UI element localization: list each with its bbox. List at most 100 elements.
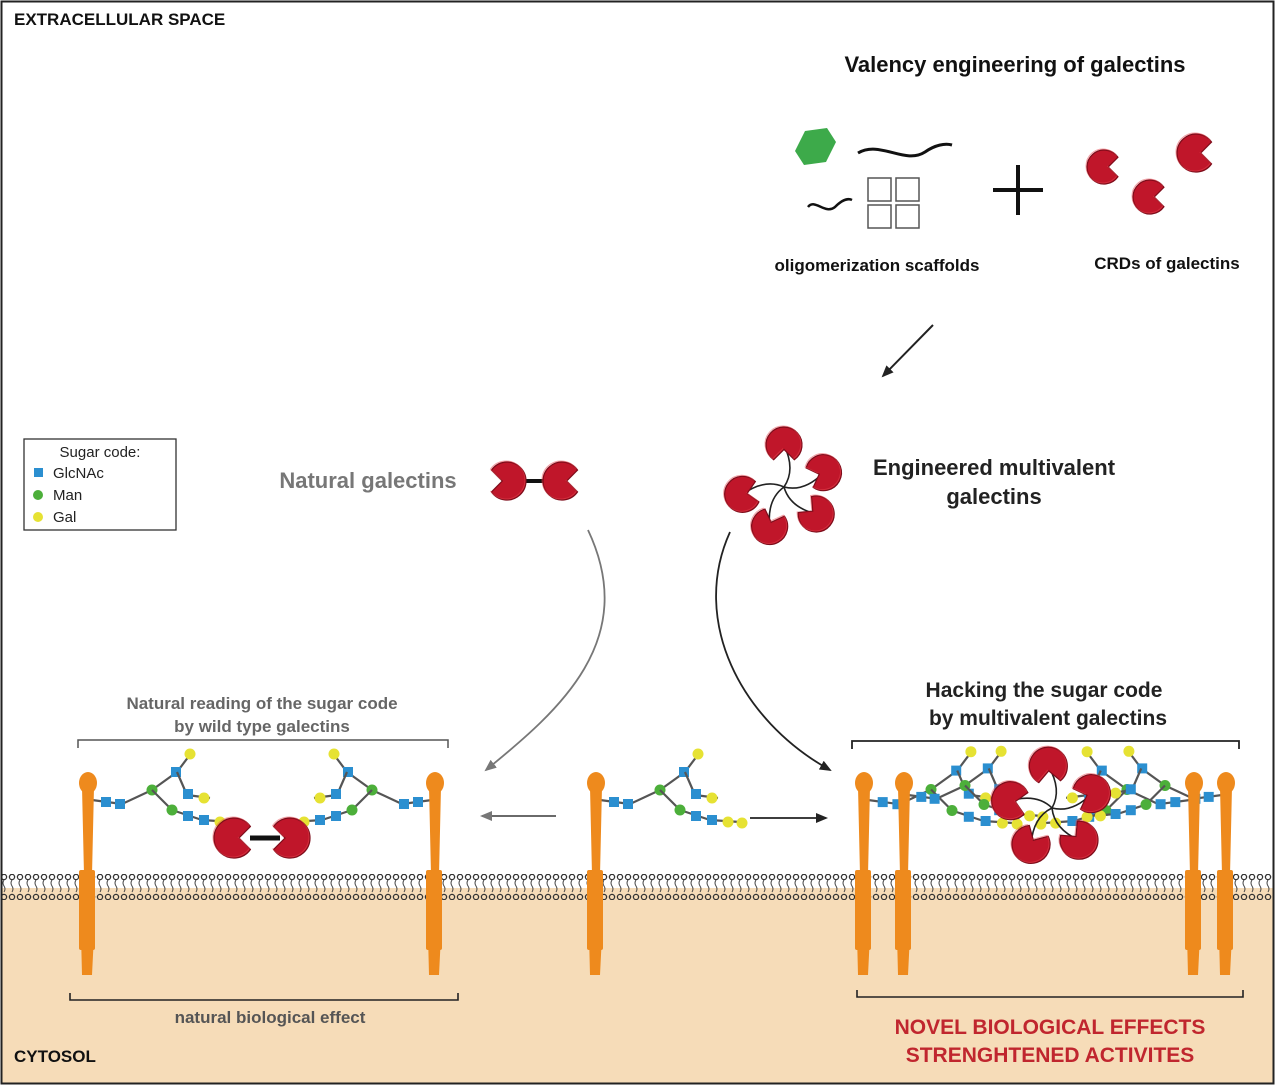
gal-icon — [1066, 792, 1078, 804]
crd-icon — [990, 780, 1029, 821]
legend-item-gal: Gal — [53, 509, 76, 526]
gal-icon — [1123, 745, 1135, 757]
scaffolds-label: oligomerization scaffolds — [775, 256, 980, 275]
glcnac-icon — [199, 815, 209, 825]
glcnac-icon — [399, 799, 409, 809]
glcnac-icon — [691, 811, 701, 821]
crd-icon — [796, 494, 835, 533]
crd-icon — [489, 460, 527, 501]
man-icon — [166, 804, 178, 816]
man-icon — [346, 804, 358, 816]
natural-path-arrow-icon — [484, 529, 606, 772]
glcnac-icon — [707, 815, 717, 825]
gal-legend-icon — [33, 512, 43, 522]
novel-effect-line1: NOVEL BIOLOGICAL EFFECTS — [895, 1016, 1206, 1039]
membrane-receptor — [895, 772, 913, 975]
novel-effect-line2: STRENGHTENED ACTIVITES — [906, 1044, 1195, 1067]
glcnac-icon — [1110, 809, 1121, 819]
glcnac-icon — [183, 789, 193, 799]
glcnac-icon — [1155, 799, 1166, 810]
engineering-title: Valency engineering of galectins — [844, 52, 1185, 77]
gal-icon — [995, 745, 1007, 757]
legend-item-man: Man — [53, 487, 82, 504]
crd-icon — [804, 453, 843, 492]
glcnac-icon — [877, 797, 888, 808]
gal-icon — [198, 792, 210, 804]
extracellular-label: EXTRACELLULAR SPACE — [14, 10, 225, 29]
bound-galectins — [212, 745, 1112, 864]
glcnac-icon — [1125, 805, 1136, 816]
glycan-chains-free — [599, 748, 748, 829]
natural-reading-line1: Natural reading of the sugar code — [126, 694, 397, 713]
oligomerization-scaffolds-icon — [795, 128, 953, 229]
membrane-receptor — [855, 772, 873, 975]
hacking-bracket — [851, 740, 1240, 749]
membrane-receptor — [79, 772, 97, 975]
gal-icon — [692, 748, 704, 760]
cytosol-label: CYTOSOL — [14, 1047, 96, 1066]
gal-icon — [1081, 746, 1093, 758]
gal-icon — [184, 748, 196, 760]
gal-icon — [1081, 811, 1093, 823]
crd-icon — [723, 474, 760, 513]
glcnac-icon — [609, 797, 619, 807]
crd-icon — [1175, 132, 1213, 173]
crd-icon — [764, 425, 803, 461]
gal-icon — [736, 817, 748, 829]
glcnac-icon — [1170, 797, 1181, 808]
glcnac-icon — [1067, 816, 1078, 826]
gal-icon — [1024, 810, 1036, 822]
membrane-receptor — [1217, 772, 1235, 975]
glcnac-icon — [331, 789, 341, 799]
man-icon — [674, 804, 686, 816]
cytosol-region — [2, 888, 1273, 1083]
gal-icon — [706, 792, 718, 804]
glcnac-icon — [315, 815, 325, 825]
engineered-multivalent-galectin-icon — [723, 425, 843, 546]
engineered-label-line2: galectins — [946, 484, 1041, 509]
bound-crd-icon — [271, 816, 311, 859]
membrane-receptor — [587, 772, 605, 975]
sugar-code-legend: Sugar code: GlcNAc Man Gal — [23, 438, 177, 531]
glcnac-icon — [916, 791, 927, 802]
crds-of-galectins-icon — [1085, 132, 1213, 215]
bound-crd-icon — [212, 816, 252, 859]
gal-icon — [996, 817, 1008, 829]
plus-icon — [993, 165, 1043, 215]
glcnac-icon — [115, 799, 125, 809]
membrane-receptors — [79, 772, 1235, 975]
natural-effect-label: natural biological effect — [175, 1008, 366, 1027]
gal-icon — [1035, 818, 1047, 830]
engineered-label-line1: Engineered multivalent — [873, 455, 1116, 480]
glcnac-legend-icon — [34, 468, 43, 477]
glcnac-icon — [980, 816, 991, 826]
crd-icon — [1027, 745, 1068, 784]
crd-icon — [1085, 148, 1119, 185]
crd-icon — [1131, 178, 1165, 215]
man-legend-icon — [33, 490, 43, 500]
gal-icon — [328, 748, 340, 760]
crd-icon — [1071, 773, 1112, 814]
natural-galectin-dimer-icon — [489, 460, 579, 501]
gal-icon — [314, 792, 326, 804]
glcnac-icon — [623, 799, 633, 809]
assembly-arrow-icon — [881, 324, 934, 378]
gal-icon — [722, 816, 734, 828]
glcnac-icon — [963, 788, 974, 799]
glycan-chains-natural — [91, 748, 433, 829]
gal-icon — [965, 746, 977, 758]
hacking-line1: Hacking the sugar code — [926, 679, 1163, 702]
glcnac-icon — [1203, 791, 1214, 802]
crds-label: CRDs of galectins — [1094, 254, 1239, 273]
glcnac-icon — [413, 797, 423, 807]
glcnac-icon — [951, 765, 962, 776]
crd-icon — [750, 507, 789, 546]
gal-icon — [1110, 787, 1122, 799]
glcnac-icon — [982, 763, 993, 774]
gal-icon — [1094, 810, 1106, 822]
legend-item-glcnac: GlcNAc — [53, 465, 104, 482]
crd-icon — [541, 460, 579, 501]
man-icon — [946, 805, 958, 816]
